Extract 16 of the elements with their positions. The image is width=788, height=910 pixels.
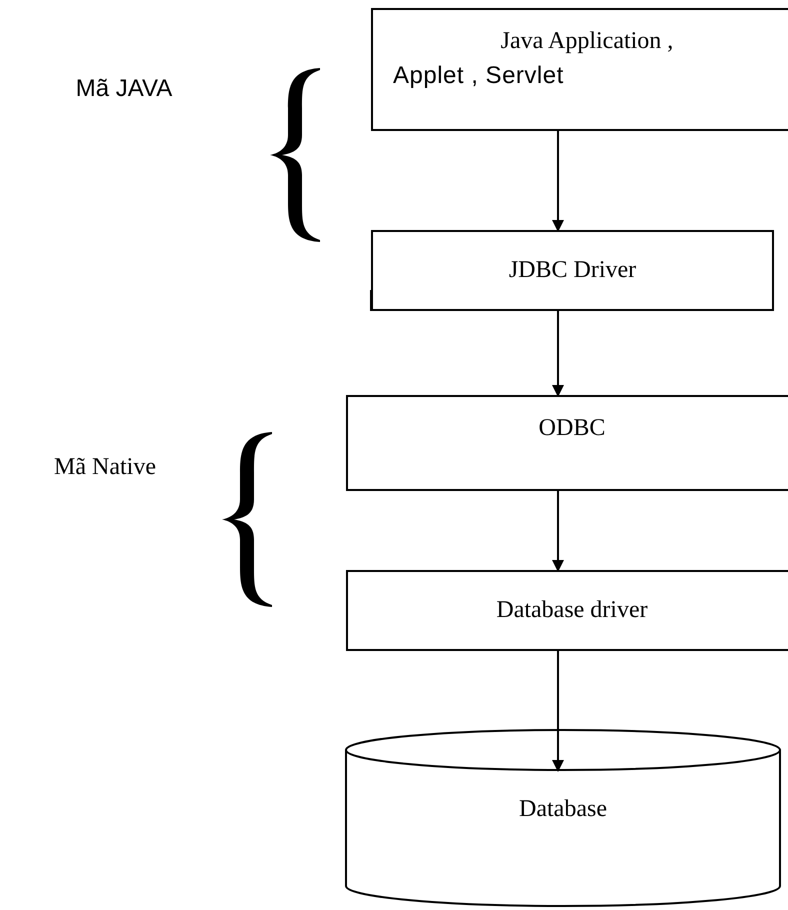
node-text: Applet , Servlet xyxy=(393,60,564,91)
node-text: Java Application , xyxy=(500,27,674,56)
node-text: Database xyxy=(519,794,607,824)
node-text: JDBC Driver xyxy=(508,256,636,286)
process-box xyxy=(371,230,774,311)
process-box xyxy=(371,8,788,131)
layer-label: Mã JAVA xyxy=(74,74,174,104)
process-box xyxy=(346,570,788,651)
arrow xyxy=(552,311,564,397)
node-text: Database driver xyxy=(496,596,648,626)
arrow xyxy=(552,131,564,232)
node-text: ODBC xyxy=(538,414,606,443)
arrow xyxy=(552,491,564,572)
layer-label: Mã Native xyxy=(53,453,157,482)
process-box xyxy=(346,395,788,491)
arrow xyxy=(552,651,564,772)
